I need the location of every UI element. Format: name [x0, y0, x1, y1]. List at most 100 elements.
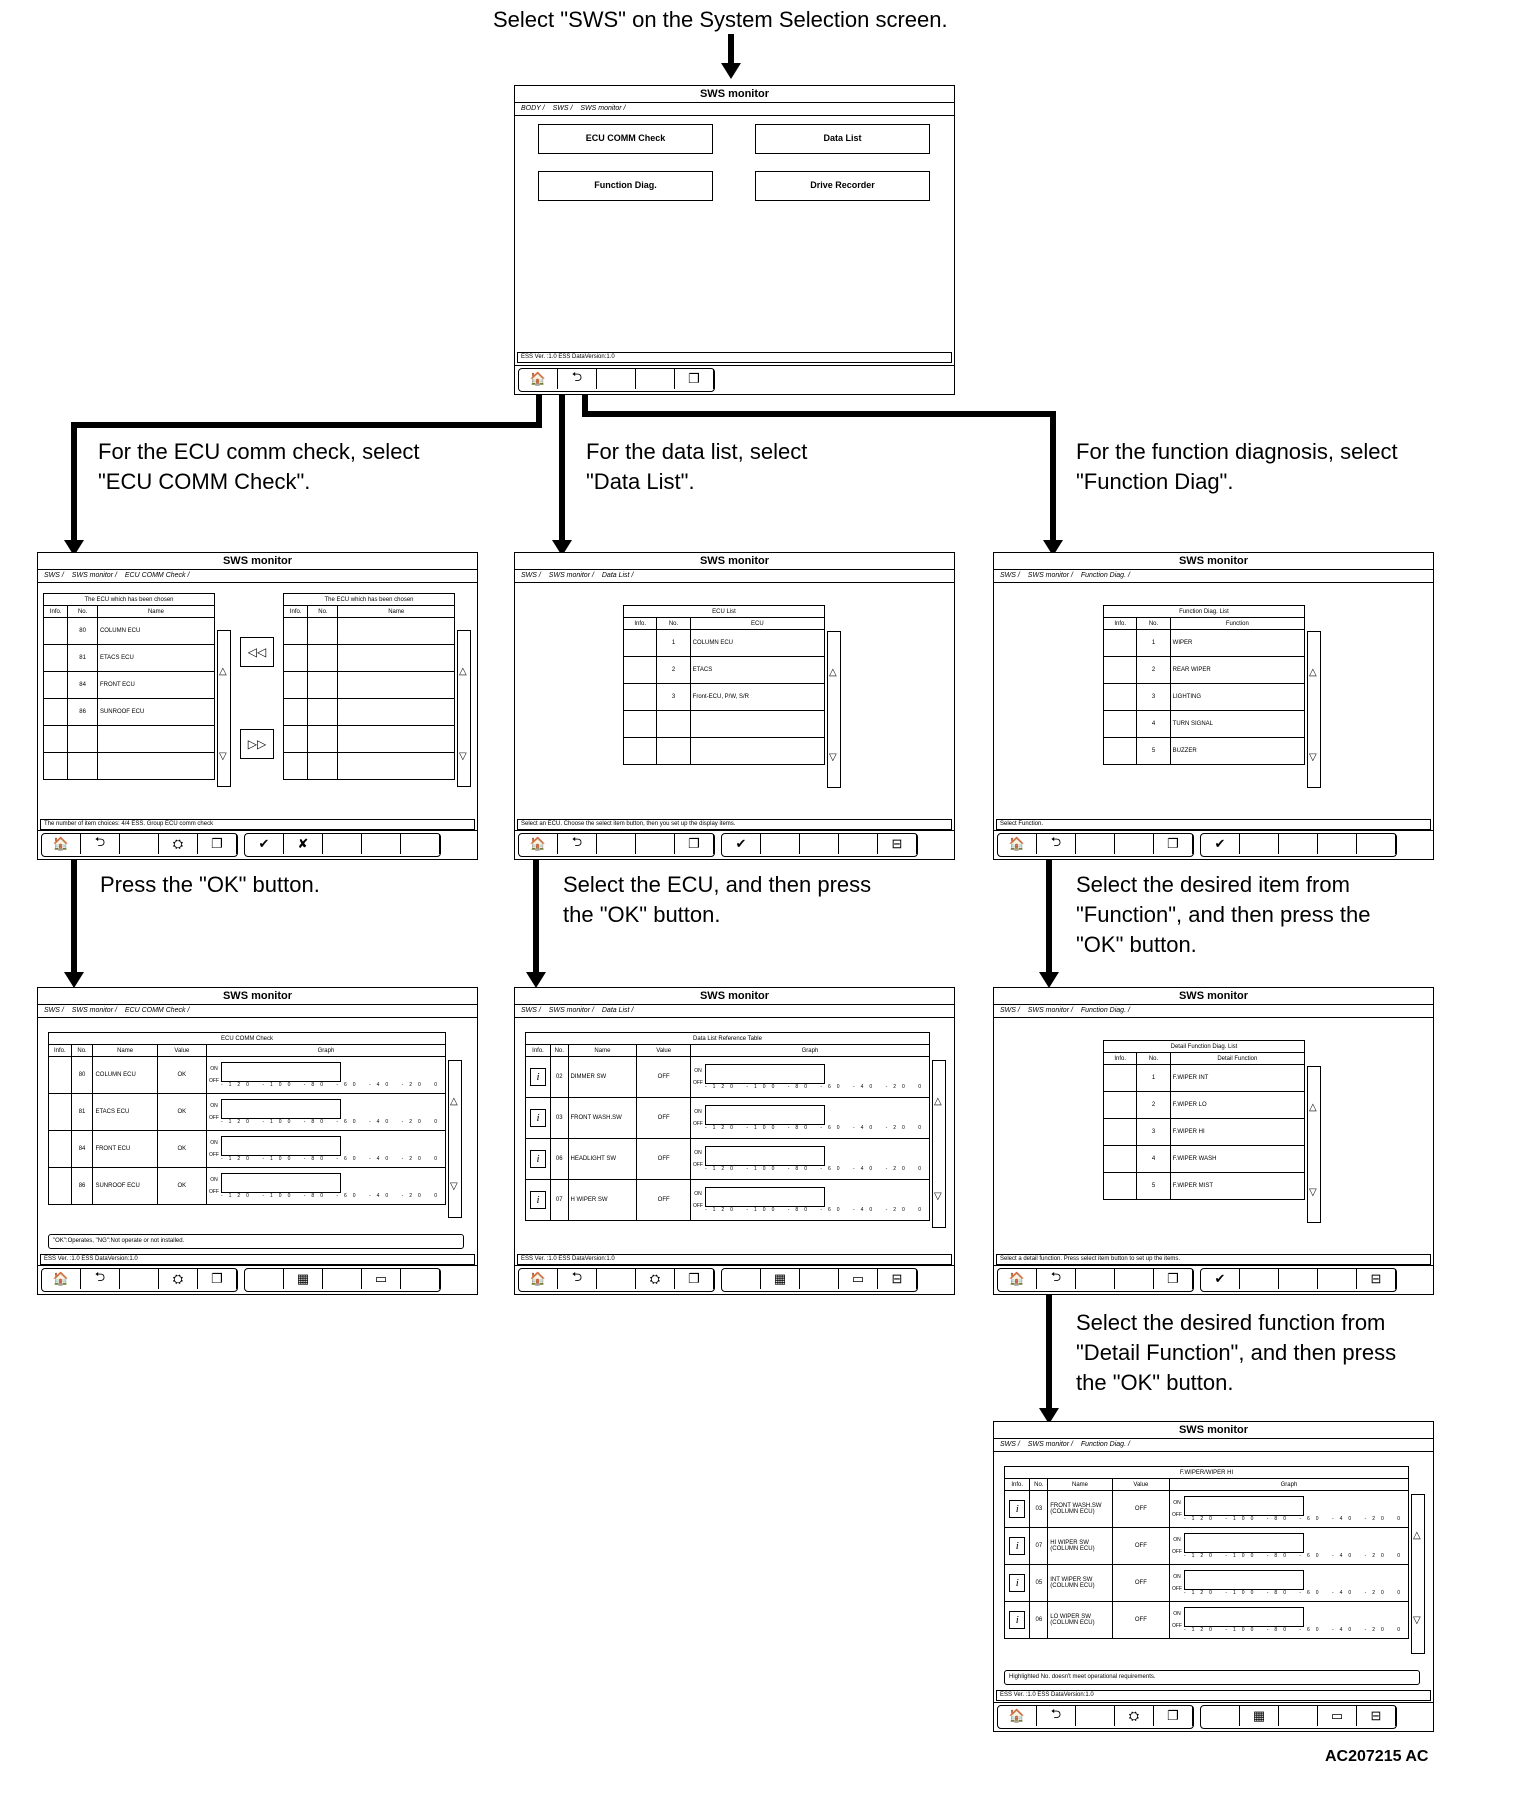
scroll-down-icon[interactable]: ▽ [459, 751, 467, 762]
breadcrumb-item[interactable]: SWS [44, 1007, 64, 1014]
breadcrumb-item[interactable]: BODY [521, 105, 545, 112]
info-icon[interactable]: i [530, 1150, 547, 1168]
breadcrumb-item[interactable]: SWS monitor [549, 572, 594, 579]
breadcrumb-item[interactable]: SWS [521, 1007, 541, 1014]
home-icon[interactable]: 🏠 [519, 369, 558, 389]
scrollbar[interactable]: △ ▽ [932, 1060, 946, 1228]
home-icon[interactable]: 🏠 [519, 1269, 558, 1289]
scroll-down-icon[interactable]: ▽ [219, 751, 227, 762]
scrollbar[interactable]: △ ▽ [827, 631, 841, 788]
home-icon[interactable]: 🏠 [998, 1706, 1037, 1726]
table-row[interactable] [282, 671, 455, 699]
back-icon[interactable]: ⮌ [81, 1269, 120, 1289]
breadcrumb-item[interactable]: SWS [1000, 572, 1020, 579]
breadcrumb-item[interactable]: SWS monitor [580, 105, 625, 112]
scroll-up-icon[interactable]: △ [934, 1096, 942, 1107]
pages-icon[interactable]: ❐ [1154, 1706, 1193, 1726]
pages-icon[interactable]: ❐ [198, 1269, 237, 1289]
scroll-up-icon[interactable]: △ [1413, 1530, 1421, 1541]
scroll-down-icon[interactable]: ▽ [829, 752, 837, 763]
table-row[interactable] [42, 725, 216, 753]
ok-icon[interactable]: ✔ [245, 834, 284, 854]
dtc-icon[interactable]: ⛭ [636, 1269, 675, 1289]
breadcrumb-item[interactable]: ECU COMM Check [125, 1007, 190, 1014]
back-icon[interactable]: ⮌ [558, 369, 597, 389]
table-icon[interactable]: ▦ [1240, 1706, 1279, 1726]
home-icon[interactable]: 🏠 [42, 834, 81, 854]
breadcrumb-item[interactable]: SWS [521, 572, 541, 579]
screen-icon[interactable]: ⊟ [878, 834, 917, 854]
scrollbar[interactable]: △ ▽ [1307, 1066, 1321, 1223]
pages-icon[interactable]: ❐ [198, 834, 237, 854]
info-icon[interactable]: i [1009, 1611, 1026, 1629]
scroll-up-icon[interactable]: △ [459, 666, 467, 677]
breadcrumb-item[interactable]: Function Diag. [1081, 1441, 1130, 1448]
dtc-icon[interactable]: ⛭ [1115, 1706, 1154, 1726]
drive-recorder-button[interactable]: Drive Recorder [755, 171, 930, 201]
breadcrumb-item[interactable]: Function Diag. [1081, 572, 1130, 579]
info-icon[interactable]: i [530, 1068, 547, 1086]
breadcrumb-item[interactable]: Data List [602, 572, 634, 579]
function-diag-button[interactable]: Function Diag. [538, 171, 713, 201]
back-icon[interactable]: ⮌ [1037, 1269, 1076, 1289]
pages-icon[interactable]: ❐ [675, 369, 714, 389]
info-icon[interactable]: i [1009, 1574, 1026, 1592]
table-row[interactable] [282, 644, 455, 672]
ok-icon[interactable]: ✔ [1201, 1269, 1240, 1289]
scroll-down-icon[interactable]: ▽ [450, 1181, 458, 1192]
scroll-down-icon[interactable]: ▽ [934, 1191, 942, 1202]
table-row[interactable] [622, 710, 826, 738]
breadcrumb-item[interactable]: SWS monitor [72, 572, 117, 579]
left-scrollbar[interactable]: △ ▽ [217, 630, 231, 787]
table-icon[interactable]: ▦ [761, 1269, 800, 1289]
monitor-icon[interactable]: ▭ [362, 1269, 401, 1289]
breadcrumb-item[interactable]: SWS monitor [72, 1007, 117, 1014]
ecu-comm-check-button[interactable]: ECU COMM Check [538, 124, 713, 154]
table-icon[interactable]: ▦ [284, 1269, 323, 1289]
breadcrumb-item[interactable]: SWS monitor [1028, 572, 1073, 579]
table-row[interactable] [42, 752, 216, 780]
dtc-icon[interactable]: ⛭ [159, 1269, 198, 1289]
cancel-icon[interactable]: ✘ [284, 834, 323, 854]
table-row[interactable] [282, 752, 455, 780]
back-icon[interactable]: ⮌ [1037, 1706, 1076, 1726]
scroll-up-icon[interactable]: △ [829, 667, 837, 678]
data-list-button[interactable]: Data List [755, 124, 930, 154]
move-right-icon[interactable]: ▷▷ [240, 729, 274, 759]
home-icon[interactable]: 🏠 [519, 834, 558, 854]
breadcrumb-item[interactable]: SWS monitor [1028, 1441, 1073, 1448]
breadcrumb-item[interactable]: SWS [553, 105, 573, 112]
back-icon[interactable]: ⮌ [558, 834, 597, 854]
scrollbar[interactable]: △ ▽ [448, 1060, 462, 1218]
breadcrumb-item[interactable]: ECU COMM Check [125, 572, 190, 579]
scroll-up-icon[interactable]: △ [219, 666, 227, 677]
monitor-icon[interactable]: ▭ [839, 1269, 878, 1289]
monitor-icon[interactable]: ▭ [1318, 1706, 1357, 1726]
scrollbar[interactable]: △ ▽ [1307, 631, 1321, 788]
table-row[interactable] [282, 725, 455, 753]
breadcrumb-item[interactable]: SWS monitor [549, 1007, 594, 1014]
move-left-icon[interactable]: ◁◁ [240, 637, 274, 667]
